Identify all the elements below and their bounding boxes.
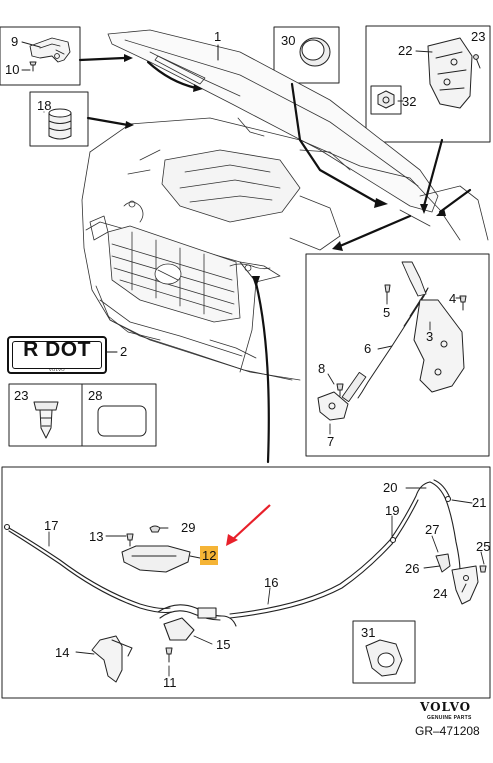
screw-11 [165,647,173,663]
pad-28 [97,405,147,437]
car-front-illustration [81,29,489,381]
callout-26: 26 [405,561,420,576]
cap-30 [299,37,331,67]
bracket-14 [91,635,133,683]
genuine-parts-label: GENUINE PARTS [427,715,472,721]
bolt-23-top [473,54,481,69]
screw-10 [29,61,37,72]
callout-17: 17 [44,518,59,533]
callout-11: 11 [163,675,177,690]
callout-16: 16 [264,575,279,590]
callout-24: 24 [433,586,448,601]
callout-20: 20 [383,480,398,495]
callout-19: 19 [385,503,400,518]
leader-lines-strut [327,297,462,435]
callout-6: 6 [364,341,372,356]
callout-27: 27 [425,522,440,537]
hood-buffer-bracket-9 [29,37,71,63]
callout-7: 7 [327,434,335,449]
callout-25: 25 [476,539,491,554]
callout-23-top: 23 [471,29,486,44]
callout-29: 29 [181,520,196,535]
callout-1: 1 [214,29,222,44]
strut-bracket-3 [413,299,465,393]
highlighted-part-number: 12 [200,546,219,565]
callout-31: 31 [361,625,376,640]
callout-22: 22 [398,43,413,58]
callout-18: 18 [37,98,52,113]
highlight-arrow [226,504,271,546]
callout-15: 15 [216,637,231,652]
clip-23 [33,401,59,439]
callout-2: 2 [120,344,128,359]
bolts-strut [336,284,467,397]
callout-21: 21 [472,495,487,510]
callout-13: 13 [89,529,104,544]
plate-subtext: VOLVO [49,367,65,372]
callout-3: 3 [426,329,434,344]
lower-bracket-7 [317,391,349,421]
callout-8: 8 [318,361,326,376]
license-plate-label: R DOT VOLVO [7,336,107,374]
callout-30: 30 [281,33,296,48]
callout-23: 23 [14,388,29,403]
callout-4: 4 [449,291,457,306]
release-cable-17-16 [3,479,461,641]
rubber-buffer-18 [48,108,72,140]
callout-32: 32 [402,94,417,109]
hood-hinge-bracket-22 [427,37,473,109]
pointer-arrows [78,56,472,622]
callout-10: 10 [5,62,20,77]
document-id: GR–471208 [415,724,480,738]
handle-12 [121,545,191,573]
volvo-logo: VOLVO [420,700,472,714]
leader-lines-lower [48,487,485,677]
callout-28: 28 [88,388,103,403]
callout-12: 12 [200,546,219,565]
callout-14: 14 [55,645,70,660]
leader-lines-top [43,44,219,113]
nut-32 [370,85,402,115]
callout-5: 5 [383,305,391,320]
plate-text: R DOT [23,338,91,361]
callout-9: 9 [11,34,19,49]
clip-31 [365,639,403,677]
gas-strut-6 [341,261,429,403]
screws-13-29 [126,525,161,547]
